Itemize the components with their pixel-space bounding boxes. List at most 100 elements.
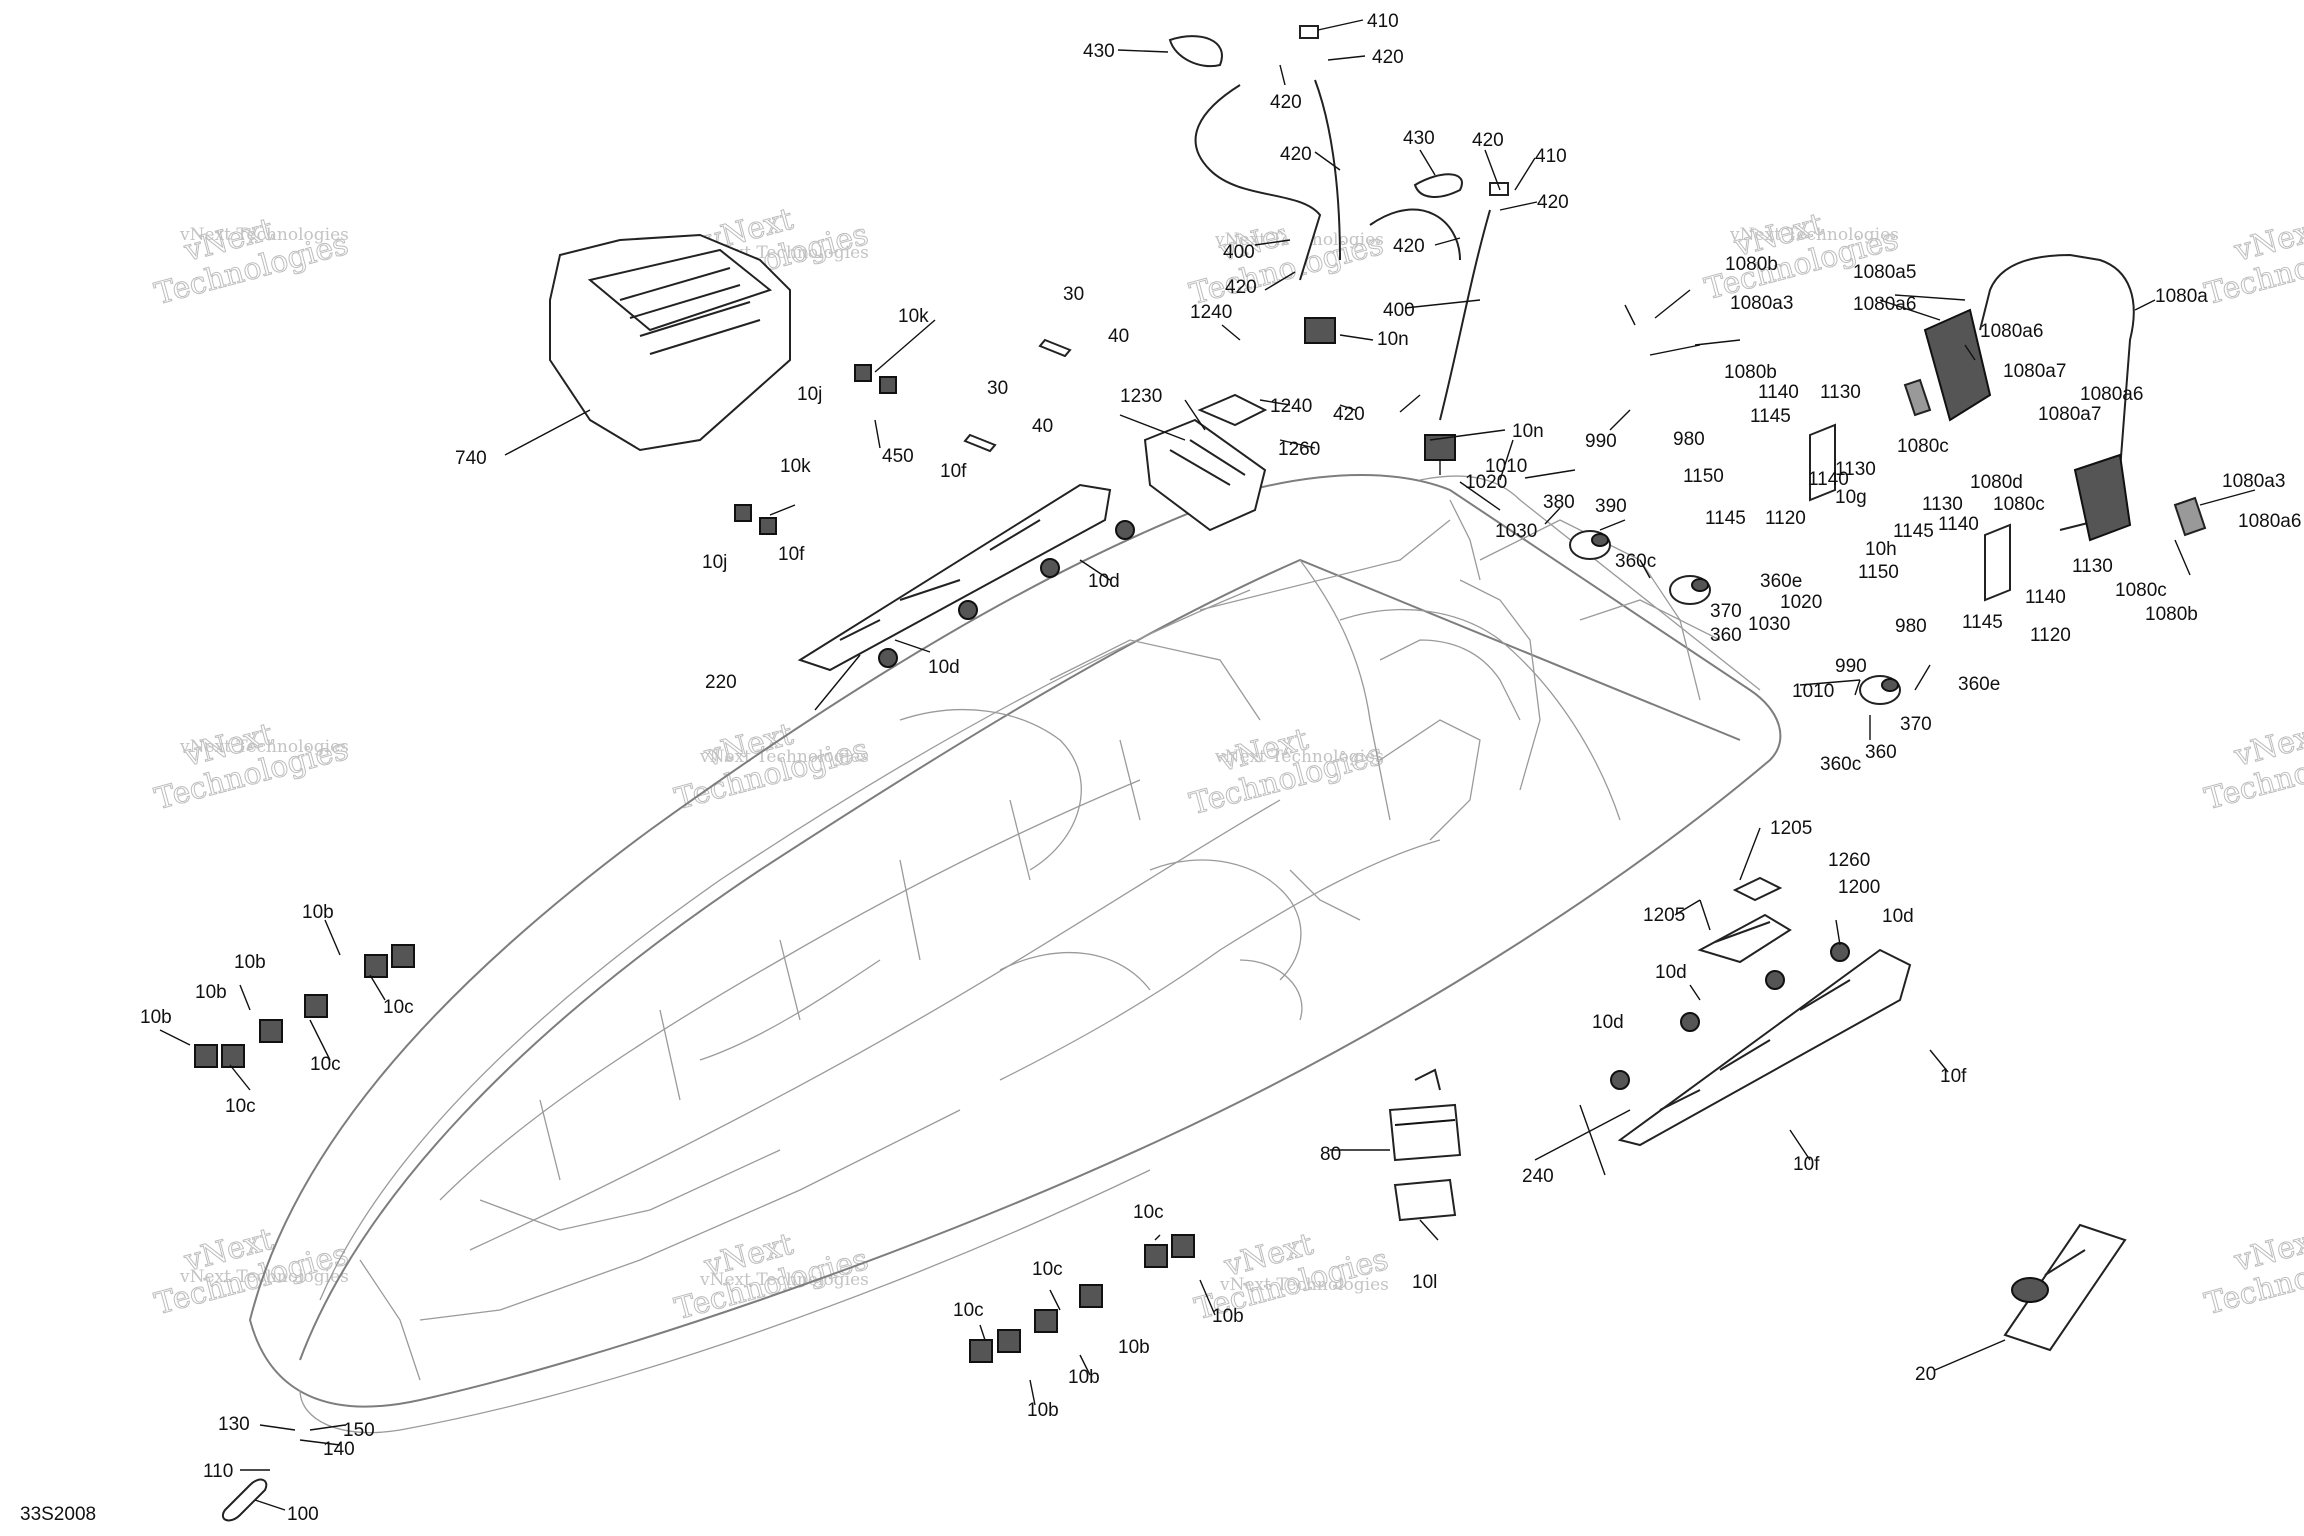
callout-c52[interactable]: 10f: [778, 544, 805, 565]
clip-10c-11[interactable]: [1144, 1244, 1168, 1268]
callout-c73[interactable]: 1080d: [1970, 472, 2023, 493]
callout-c110[interactable]: 10c: [225, 1096, 256, 1117]
callout-c23[interactable]: 1010: [1485, 456, 1527, 477]
callout-c15[interactable]: 1240: [1190, 302, 1232, 323]
callout-c62[interactable]: 1080b: [1724, 362, 1777, 383]
mount-360-lower[interactable]: [1859, 675, 1901, 705]
cover-1200[interactable]: [1697, 913, 1792, 964]
callout-c108[interactable]: 10c: [383, 997, 414, 1018]
callout-c63[interactable]: 1080a7: [2003, 361, 2066, 382]
callout-c59[interactable]: 1080a: [2155, 286, 2208, 307]
callout-c28[interactable]: 360c: [1615, 551, 1656, 572]
callout-c4[interactable]: 420: [1270, 92, 1302, 113]
bezel-10l[interactable]: [1393, 1178, 1457, 1222]
clip-10c-6[interactable]: [391, 944, 415, 968]
callout-c109[interactable]: 10c: [310, 1054, 341, 1075]
callout-c13[interactable]: 400: [1383, 300, 1415, 321]
switch-10n-mid[interactable]: [1424, 434, 1456, 475]
callout-c68[interactable]: 1080c: [1897, 436, 1949, 457]
callout-c104[interactable]: 10b: [302, 902, 334, 923]
clip-10c-3[interactable]: [259, 1019, 283, 1043]
callout-c60[interactable]: 1080a3: [1730, 293, 1793, 314]
callout-c77[interactable]: 1120: [1765, 508, 1806, 529]
callout-c115[interactable]: 10b: [1118, 1337, 1150, 1358]
callout-c5[interactable]: 420: [1280, 144, 1312, 165]
callout-c121[interactable]: 110: [203, 1461, 233, 1482]
callout-c46[interactable]: 40: [1032, 416, 1053, 437]
callout-c37[interactable]: 360e: [1958, 674, 2000, 695]
callout-c54[interactable]: 10d: [928, 657, 960, 678]
callout-c106[interactable]: 10b: [195, 982, 227, 1003]
mount-360-upper[interactable]: [1569, 530, 1611, 560]
cover-1230[interactable]: [1143, 418, 1267, 532]
callout-c10[interactable]: 400: [1223, 242, 1255, 263]
callout-c26[interactable]: 390: [1595, 496, 1627, 517]
callout-c88[interactable]: 1140: [2025, 587, 2066, 608]
callout-c64[interactable]: 1080a6: [2080, 384, 2143, 405]
callout-c42[interactable]: 30: [1063, 284, 1084, 305]
clip-10c-1[interactable]: [194, 1044, 218, 1068]
fitting-410-top[interactable]: [1299, 25, 1319, 39]
plate-1260-top[interactable]: [1197, 393, 1268, 427]
callout-c56[interactable]: 1080b: [1725, 254, 1778, 275]
callout-c41[interactable]: 10k: [898, 306, 929, 327]
callout-c25[interactable]: 380: [1543, 492, 1575, 513]
callout-c114[interactable]: 10c: [953, 1300, 984, 1321]
callout-c20[interactable]: 10n: [1512, 421, 1544, 442]
callout-c35[interactable]: 1010: [1792, 681, 1834, 702]
callout-c111[interactable]: 10c: [1133, 1202, 1164, 1223]
callout-c87[interactable]: 1080b: [2145, 604, 2198, 625]
callout-c6[interactable]: 430: [1403, 128, 1435, 149]
callout-c107[interactable]: 10b: [140, 1007, 172, 1028]
callout-c90[interactable]: 1120: [2030, 625, 2071, 646]
switch-10n-top[interactable]: [1304, 317, 1336, 344]
callout-c1[interactable]: 430: [1083, 41, 1115, 62]
callout-c9[interactable]: 420: [1537, 192, 1569, 213]
clip-10c-8[interactable]: [997, 1329, 1021, 1353]
clip-10j-upper[interactable]: [854, 364, 872, 382]
callout-c118[interactable]: 130: [218, 1414, 250, 1435]
bracket-40-lower[interactable]: [963, 433, 997, 453]
callout-c83[interactable]: 1145: [1893, 521, 1934, 542]
callout-c100[interactable]: 10f: [1793, 1154, 1820, 1175]
callout-c49[interactable]: 10k: [780, 456, 811, 477]
footrest-240[interactable]: [1610, 942, 1912, 1147]
plate-20[interactable]: [2003, 1223, 2127, 1352]
callout-c67[interactable]: 1145: [1750, 406, 1791, 427]
clip-10c-12[interactable]: [1171, 1234, 1195, 1258]
callout-c29[interactable]: 360e: [1760, 571, 1802, 592]
callout-c3[interactable]: 420: [1372, 47, 1404, 68]
callout-c55[interactable]: 220: [705, 672, 737, 693]
callout-c57[interactable]: 1080a5: [1853, 262, 1916, 283]
bracket-40-upper[interactable]: [1038, 338, 1072, 358]
callout-c7[interactable]: 420: [1472, 130, 1504, 151]
callout-c12[interactable]: 420: [1225, 277, 1257, 298]
callout-c94[interactable]: 1200: [1838, 877, 1880, 898]
tow-eye-100[interactable]: [221, 1478, 268, 1522]
callout-c119[interactable]: 150: [343, 1420, 375, 1441]
callout-c93[interactable]: 1205: [1643, 905, 1685, 926]
hose-400-lower[interactable]: [1369, 208, 1491, 421]
callout-c17[interactable]: 1230: [1120, 386, 1162, 407]
clip-10j-lower-2[interactable]: [759, 517, 777, 535]
callout-c105[interactable]: 10b: [234, 952, 266, 973]
callout-c120[interactable]: 140: [323, 1439, 355, 1460]
callout-c53[interactable]: 10d: [1088, 571, 1120, 592]
plate-1260-bottom[interactable]: [1732, 876, 1783, 902]
callout-c102[interactable]: 10l: [1412, 1272, 1437, 1293]
callout-c33[interactable]: 1020: [1780, 592, 1822, 613]
callout-c2[interactable]: 410: [1367, 11, 1399, 32]
callout-c84[interactable]: 1130: [2072, 556, 2113, 577]
callout-c71[interactable]: 1130: [1835, 459, 1876, 480]
callout-c82[interactable]: 1140: [1938, 514, 1979, 535]
clip-10c-10[interactable]: [1079, 1284, 1103, 1308]
callout-c38[interactable]: 370: [1900, 714, 1932, 735]
callout-c113[interactable]: 10b: [1212, 1306, 1244, 1327]
callout-c24[interactable]: 1020: [1465, 472, 1507, 493]
callout-c11[interactable]: 420: [1393, 236, 1425, 257]
callout-c66[interactable]: 1130: [1820, 382, 1861, 403]
callout-c80[interactable]: 1080a6: [2238, 511, 2301, 532]
callout-c85[interactable]: 1150: [1858, 562, 1899, 583]
callout-c45[interactable]: 30: [987, 378, 1008, 399]
callout-c40[interactable]: 360: [1865, 742, 1897, 763]
